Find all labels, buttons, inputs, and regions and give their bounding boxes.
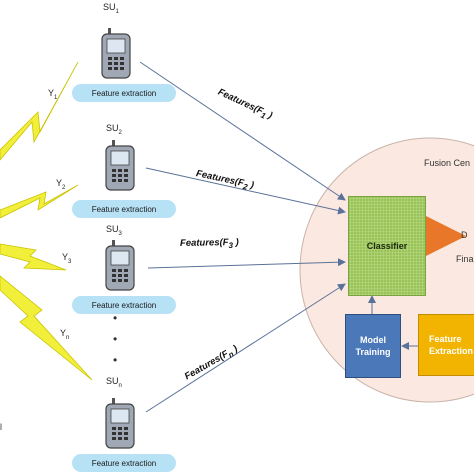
y-label: Y2 [56, 178, 66, 191]
lightning-bolts [0, 61, 93, 381]
final-label: Fina [456, 254, 474, 264]
arrow-sun-classifier [145, 283, 346, 413]
su-label: SUn [106, 376, 122, 389]
lightning-bolt-2 [0, 184, 79, 219]
su-label: SU3 [106, 224, 122, 237]
phone-icon [105, 240, 135, 291]
classifier-box: Classifier [348, 196, 426, 296]
phone-icon [105, 140, 135, 191]
feature-extraction-box: Feature extraction [72, 296, 176, 314]
phone-icon [101, 28, 131, 79]
ellipsis-dot: • [113, 311, 118, 325]
y-label: Y3 [62, 252, 72, 265]
arrow-su3-classifier [147, 258, 346, 269]
ellipsis-dot: • [113, 332, 118, 346]
feature-extraction-box: Feature extraction [72, 84, 176, 102]
arrow-su2-classifier [145, 167, 346, 215]
lightning-bolt-4 [0, 275, 93, 381]
arrow-su1-classifier [139, 61, 346, 201]
left-edge-text: l [0, 422, 2, 432]
phone-icon [105, 398, 135, 449]
feature-extraction-box: Feature extraction [72, 454, 176, 472]
su-label: SU1 [103, 2, 119, 15]
fusion-center-title: Fusion Cen [424, 158, 471, 168]
decision-label: D [461, 230, 468, 240]
lightning-bolt-1 [0, 61, 79, 161]
feature-extraction-box: Feature extraction [72, 200, 176, 218]
y-label: Yn [60, 328, 70, 341]
lightning-bolt-3 [0, 243, 67, 271]
ellipsis-dot: • [113, 353, 118, 367]
su-label: SU2 [106, 123, 122, 136]
features-label: Features(F3 ) [179, 236, 239, 251]
y-label: Y1 [48, 88, 58, 101]
